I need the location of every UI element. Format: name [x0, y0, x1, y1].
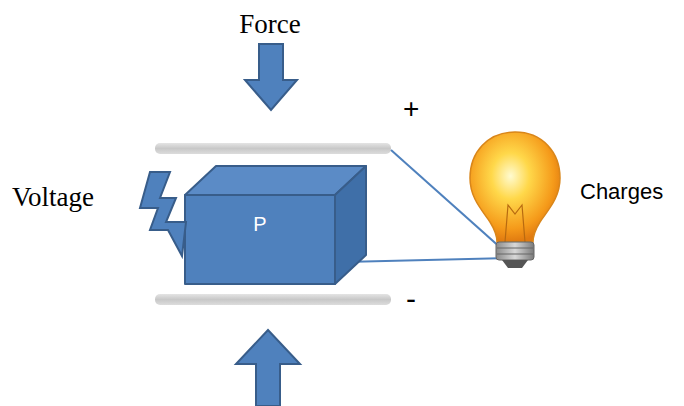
piezo-block	[185, 166, 366, 284]
element-label: P	[253, 195, 266, 236]
electrode-plate	[155, 294, 391, 305]
lightning-symbol	[140, 172, 186, 256]
annotation-label: +	[403, 94, 419, 125]
wire	[344, 258, 512, 262]
force-arrow	[245, 44, 297, 110]
annotation-label: Voltage	[12, 183, 94, 213]
light-bulb	[470, 132, 560, 268]
annotation-label: Charges	[580, 180, 663, 204]
electrode-plate	[155, 143, 391, 154]
annotation-label: Force	[239, 10, 300, 40]
force-arrow	[236, 330, 300, 406]
piezo-element: P	[185, 195, 335, 284]
annotation-label: -	[406, 282, 416, 315]
